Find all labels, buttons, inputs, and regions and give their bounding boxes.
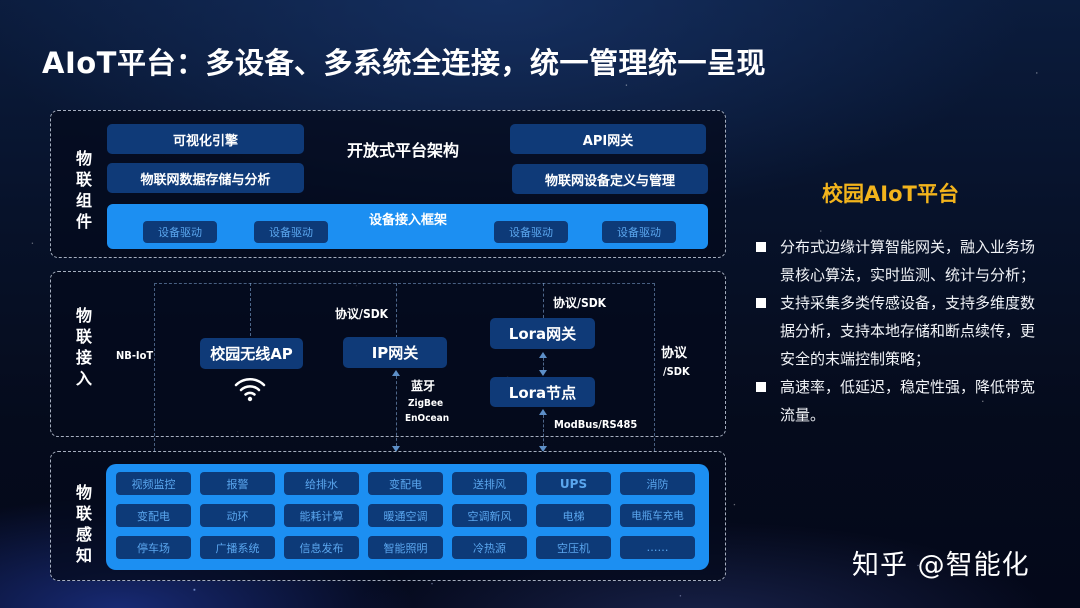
lora-bus-line — [543, 415, 544, 446]
lora-connector-top-line — [543, 283, 544, 318]
sense-item: 电梯 — [536, 504, 611, 527]
right-protocol-label-1: 协议 — [661, 346, 688, 361]
access-layer-label: 物联接入 — [75, 306, 92, 388]
device-driver-1: 设备驱动 — [143, 221, 217, 243]
sense-item: 电瓶车充电 — [620, 504, 695, 527]
modbus-rs485-label: ModBus/RS485 — [554, 418, 638, 431]
sense-item: …… — [620, 536, 695, 559]
lora-link-line — [543, 358, 544, 370]
sense-item: UPS — [536, 472, 611, 495]
ip-protocol-sdk-label: 协议/SDK — [335, 307, 389, 321]
ap-connector-line — [250, 283, 251, 341]
iot-data-storage-box: 物联网数据存储与分析 — [107, 163, 304, 193]
side-panel-bullets: 分布式边缘计算智能网关，融入业务场景核心算法，实时监测、统计与分析； 支持采集多… — [754, 233, 1044, 429]
sense-item: 送排风 — [452, 472, 527, 495]
ip-connector-bottom-line — [396, 376, 397, 446]
lora-arrow-down-icon — [539, 370, 547, 376]
sense-item: 停车场 — [116, 536, 191, 559]
ip-gateway-node: IP网关 — [343, 337, 447, 368]
visualization-engine-box: 可视化引擎 — [107, 124, 304, 154]
wifi-icon — [234, 378, 266, 402]
sense-item: 动环 — [200, 504, 275, 527]
sense-item: 报警 — [200, 472, 275, 495]
sense-item: 冷热源 — [452, 536, 527, 559]
open-platform-title: 开放式平台架构 — [347, 141, 460, 160]
device-driver-3: 设备驱动 — [494, 221, 568, 243]
components-layer: 物联组件 可视化引擎 物联网数据存储与分析 开放式平台架构 API网关 物联网设… — [50, 110, 726, 258]
lora-node: Lora节点 — [490, 377, 595, 407]
perception-grid: 视频监控 报警 给排水 变配电 送排风 UPS 消防 变配电 动环 能耗计算 暖… — [116, 472, 695, 559]
watermark: 知乎 @智能化 — [852, 550, 1030, 581]
right-protocol-label-2: /SDK — [663, 365, 690, 378]
lora-bus-arrow-up-icon — [539, 409, 547, 415]
access-inner-frame — [154, 283, 655, 451]
ip-protocols-bluetooth: 蓝牙 — [411, 379, 436, 393]
campus-wireless-ap-node: 校园无线AP — [200, 338, 303, 369]
sense-item: 消防 — [620, 472, 695, 495]
bullet-item: 支持采集多类传感设备，支持多维度数据分析，支持本地存储和断点续传，更安全的末端控… — [754, 289, 1044, 373]
square-bullet-icon — [756, 382, 766, 392]
sense-item: 信息发布 — [284, 536, 359, 559]
sense-item: 变配电 — [368, 472, 443, 495]
bullet-text: 高速率，低延迟，稳定性强，降低带宽流量。 — [780, 378, 1036, 424]
sense-item: 空调新风 — [452, 504, 527, 527]
bullet-text: 分布式边缘计算智能网关，融入业务场景核心算法，实时监测、统计与分析； — [780, 238, 1036, 284]
lora-protocol-sdk-label: 协议/SDK — [553, 296, 607, 310]
components-layer-label: 物联组件 — [75, 149, 92, 231]
ip-connector-top-line — [396, 283, 397, 338]
sense-item: 能耗计算 — [284, 504, 359, 527]
sense-item: 智能照明 — [368, 536, 443, 559]
sense-item: 视频监控 — [116, 472, 191, 495]
sense-item: 暖通空调 — [368, 504, 443, 527]
ip-arrow-down-icon — [392, 446, 400, 452]
perception-layer-label: 物联感知 — [75, 483, 92, 565]
sense-item: 空压机 — [536, 536, 611, 559]
perception-panel: 视频监控 报警 给排水 变配电 送排风 UPS 消防 变配电 动环 能耗计算 暖… — [106, 464, 709, 570]
page-title: AIoT平台：多设备、多系统全连接，统一管理统一呈现 — [42, 46, 766, 80]
sense-item: 变配电 — [116, 504, 191, 527]
ip-arrow-up-icon — [392, 370, 400, 376]
lora-bus-arrow-down-icon — [539, 446, 547, 452]
iot-device-management-box: 物联网设备定义与管理 — [512, 164, 708, 194]
bullet-text: 支持采集多类传感设备，支持多维度数据分析，支持本地存储和断点续传，更安全的末端控… — [780, 294, 1036, 368]
ip-protocols-zigbee: ZigBee — [408, 398, 444, 409]
ip-protocols-enocean: EnOcean — [405, 413, 450, 424]
bullet-item: 高速率，低延迟，稳定性强，降低带宽流量。 — [754, 373, 1044, 429]
device-driver-2: 设备驱动 — [254, 221, 328, 243]
api-gateway-box: API网关 — [510, 124, 706, 154]
sense-item: 广播系统 — [200, 536, 275, 559]
lora-gateway-node: Lora网关 — [490, 318, 595, 349]
lora-arrow-up-icon — [539, 352, 547, 358]
bullet-item: 分布式边缘计算智能网关，融入业务场景核心算法，实时监测、统计与分析； — [754, 233, 1044, 289]
device-access-framework-title: 设备接入框架 — [369, 213, 448, 228]
device-driver-4: 设备驱动 — [602, 221, 676, 243]
sense-item: 给排水 — [284, 472, 359, 495]
side-panel-title: 校园AIoT平台 — [822, 182, 959, 206]
nb-iot-label: NB-IoT — [116, 349, 154, 362]
device-access-framework-bar: 设备接入框架 设备驱动 设备驱动 设备驱动 设备驱动 — [107, 204, 708, 249]
square-bullet-icon — [756, 298, 766, 308]
square-bullet-icon — [756, 242, 766, 252]
